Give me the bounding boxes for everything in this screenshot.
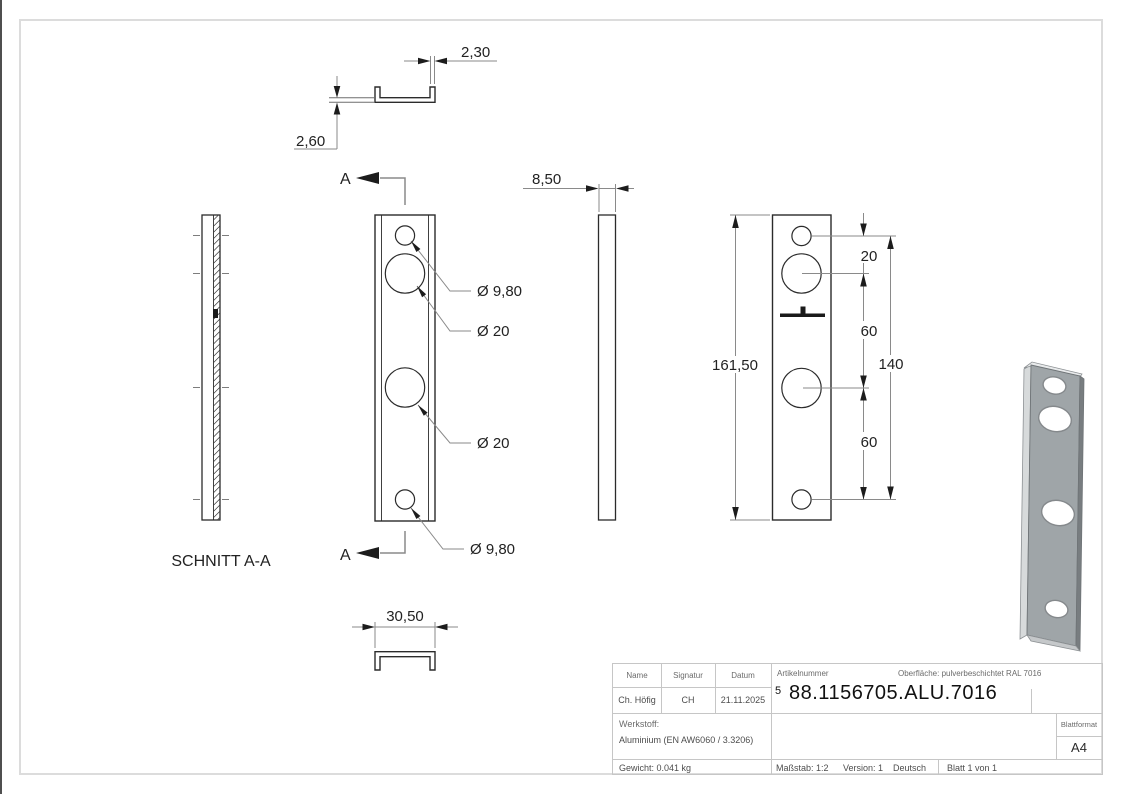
value-datum: 21.11.2025 [720,695,766,705]
section-label: SCHNITT A-A [171,553,271,570]
section-cut-indicator-top: A [340,171,406,205]
title-block: Name Signatur Datum Ch. Höfig CH 21.11.2… [612,663,1103,775]
blattformat-value: A4 [1071,740,1087,755]
cut-label-top: A [340,171,351,188]
value-signatur: CH [681,695,695,705]
dim-hole-pitch-lower: 60 [861,434,878,451]
rear-view: 161,50 [706,213,909,521]
dim-dia-large-mid: Ø 20 [477,435,510,452]
werkstoff-value: Aluminium (EN AW6060 / 3.3206) [619,735,754,745]
header-name: Name [626,671,648,680]
dim-hole-span: 140 [878,356,903,373]
dim-base-thickness: 2,60 [296,133,325,150]
dim-profile-depth: 8,50 [532,171,561,188]
hole-large-mid [384,367,426,408]
dim-hole-pitch-upper: 60 [861,323,878,340]
window-edge [0,0,2,794]
sheet-border-frame [19,19,1103,775]
massstab: Maßstab: 1:2 [776,763,829,773]
dim-dia-small-top: Ø 9,80 [477,283,522,300]
hole-small-top [394,225,416,246]
dim-hole-offset: 20 [861,248,878,265]
value-name: Ch. Höfig [618,695,656,705]
top-view: 2,60 2,30 [294,44,497,150]
engraving-mark [780,306,825,317]
hole-large-top [384,253,426,294]
dim-total-height: 161,50 [712,357,758,374]
artikelnummer-value: 88.1156705.ALU.7016 [789,682,998,704]
dim-profile-width: 30,50 [386,608,424,625]
artikelnummer-prefix: 5 [775,685,782,697]
oberflaeche-note: Oberfläche: pulverbeschichtet RAL 7016 [898,669,1042,678]
version: Version: 1 [843,763,884,773]
blattformat-label: Blattformat [1060,720,1098,729]
section-cut-indicator-bottom: A [340,531,406,564]
dim-dia-small-bottom: Ø 9,80 [470,541,515,558]
front-view: A A Ø 9,80 Ø 20 Ø 20 [340,171,522,564]
hole-small-bottom [394,489,416,510]
header-signatur: Signatur [673,671,703,680]
blatt: Blatt 1 von 1 [947,763,998,773]
header-artikelnummer: Artikelnummer [777,669,829,678]
dim-flange-width: 2,30 [461,44,490,61]
dim-dia-large-top: Ø 20 [477,323,510,340]
section-view: SCHNITT A-A [171,214,271,570]
engraving-mark-section [213,309,218,318]
werkstoff-label: Werkstoff: [619,719,660,729]
sprache: Deutsch [893,763,927,773]
cut-label-bottom: A [340,547,351,564]
header-datum: Datum [731,671,755,680]
bottom-view: 30,50 [352,608,458,671]
iso-3d-view [1019,361,1085,652]
iso-holes [1037,376,1076,619]
gewicht: Gewicht: 0.041 kg [619,763,692,773]
side-view: 8,50 [523,171,634,521]
